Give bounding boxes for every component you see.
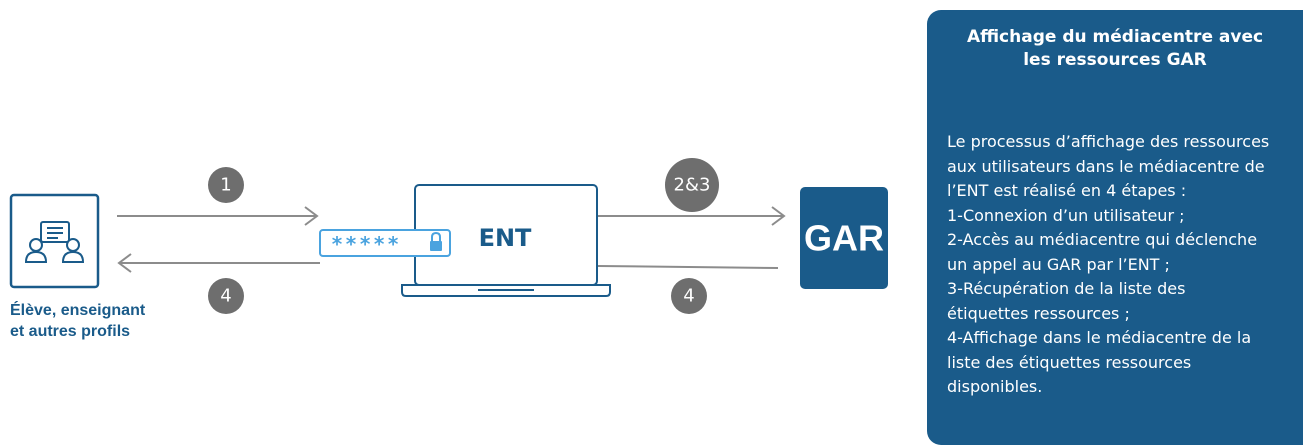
laptop-icon (401, 184, 611, 297)
arrow-ent-to-user (117, 253, 320, 273)
body-line: 4-Affichage dans le médiacentre de la (947, 328, 1252, 347)
step-4-left-label: 4 (220, 286, 231, 307)
step-2-3-marker: 2&3 (665, 158, 719, 212)
step-4-right-marker: 4 (671, 278, 707, 314)
line-gar-to-ent (597, 265, 779, 269)
step-1-marker: 1 (208, 167, 244, 203)
info-panel: Affichage du médiacentre avec les ressou… (927, 10, 1303, 445)
gar-box: GAR (800, 187, 888, 289)
info-panel-title: Affichage du médiacentre avec les ressou… (947, 26, 1283, 72)
title-line: les ressources GAR (1023, 50, 1207, 70)
body-line: aux utilisateurs dans le médiacentre de (947, 156, 1265, 176)
body-line: 3-Récupération de la liste des (947, 279, 1186, 298)
body-line: Le processus d’affichage des ressources (947, 132, 1270, 151)
lock-icon (430, 231, 442, 251)
user-label-line: et autres profils (10, 323, 131, 340)
step-4-right-label: 4 (683, 286, 694, 307)
step-4-left-marker: 4 (208, 278, 244, 314)
user-box (9, 193, 100, 289)
arrow-user-to-ent (117, 206, 319, 226)
title-line: Affichage du médiacentre avec (966, 27, 1264, 47)
step-1-label: 1 (220, 175, 231, 196)
info-panel-body: Le processus d’affichage des ressources … (947, 130, 1303, 400)
users-document-icon (24, 221, 85, 263)
flow-diagram: 1 4 ENT ***** 2&3 4 (9, 158, 888, 314)
body-line: liste des étiquettes ressources (947, 352, 1192, 372)
gar-label: GAR (804, 218, 884, 259)
step-2-3-label: 2&3 (674, 175, 711, 196)
body-line: étiquettes ressources ; (947, 303, 1130, 323)
body-line: 2-Accès au médiacentre qui déclenche (947, 230, 1258, 249)
password-mask: ***** (331, 232, 401, 256)
body-line: l’ENT est réalisé en 4 étapes : (947, 181, 1187, 200)
user-label-line: Élève, enseignant (10, 302, 146, 319)
body-line: un appel au GAR par l’ENT ; (947, 254, 1170, 274)
ent-label: ENT (479, 224, 532, 252)
user-label: Élève, enseignant et autres profils (10, 300, 180, 342)
body-line: disponibles. (947, 377, 1043, 396)
body-line: 1-Connexion d’un utilisateur ; (947, 205, 1185, 225)
arrow-ent-to-gar (598, 206, 786, 226)
password-field: ***** (319, 229, 451, 257)
